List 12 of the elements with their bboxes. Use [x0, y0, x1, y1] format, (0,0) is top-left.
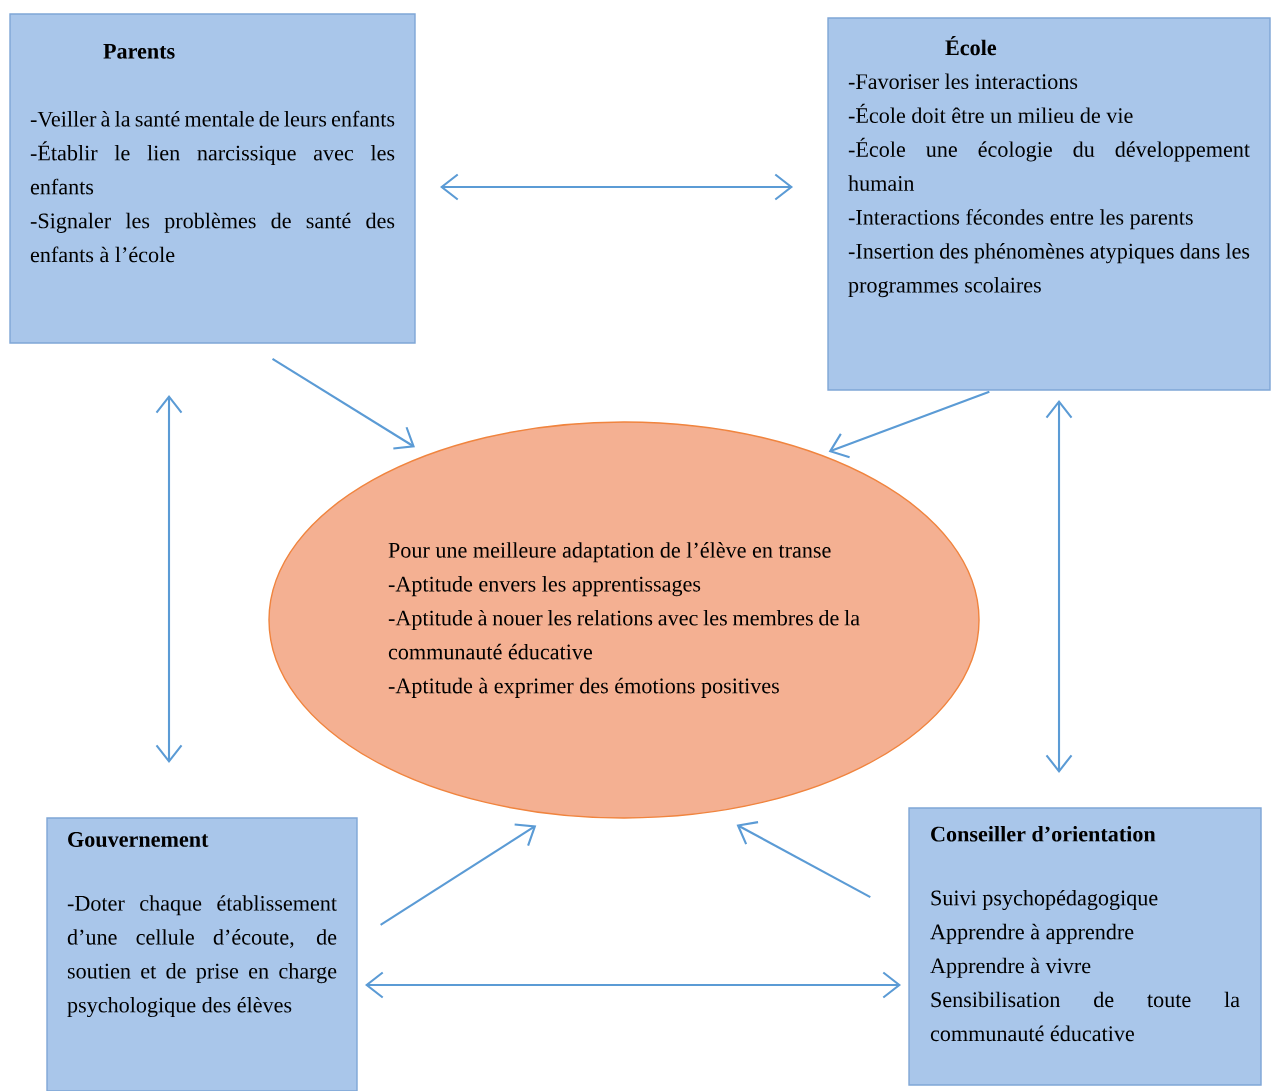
arrow	[155, 395, 183, 763]
text-box: Gouvernement -Doter chaque établissement d’une cellule d’écoute, de soutien et de prise en charge psychologique des élèves	[46, 817, 358, 1091]
arrow	[440, 173, 793, 201]
arrow	[1045, 400, 1073, 773]
arrow	[380, 823, 537, 926]
arrow	[828, 390, 990, 459]
text-box: Parents -Veiller à la santé mentale de leurs enfants -Établir le lien narcissique avec les enfants -Signaler les problèmes de santé des enfants à l’école	[9, 13, 416, 344]
arrow	[736, 821, 871, 898]
arrow	[365, 971, 901, 999]
text-box: École -Favoriser les interactions -École doit être un milieu de vie -École une écologie du développement humain -Interactions fécondes entre les parents -Insertion des phénomènes atypiques dans les programmes scolaires	[827, 17, 1271, 391]
arrow	[271, 357, 415, 450]
text-box: Conseiller d’orientation Suivi psychopédagogique Apprendre à apprendre Apprendre à vivre Sensibilisation de toute la communauté éducative	[908, 807, 1262, 1086]
